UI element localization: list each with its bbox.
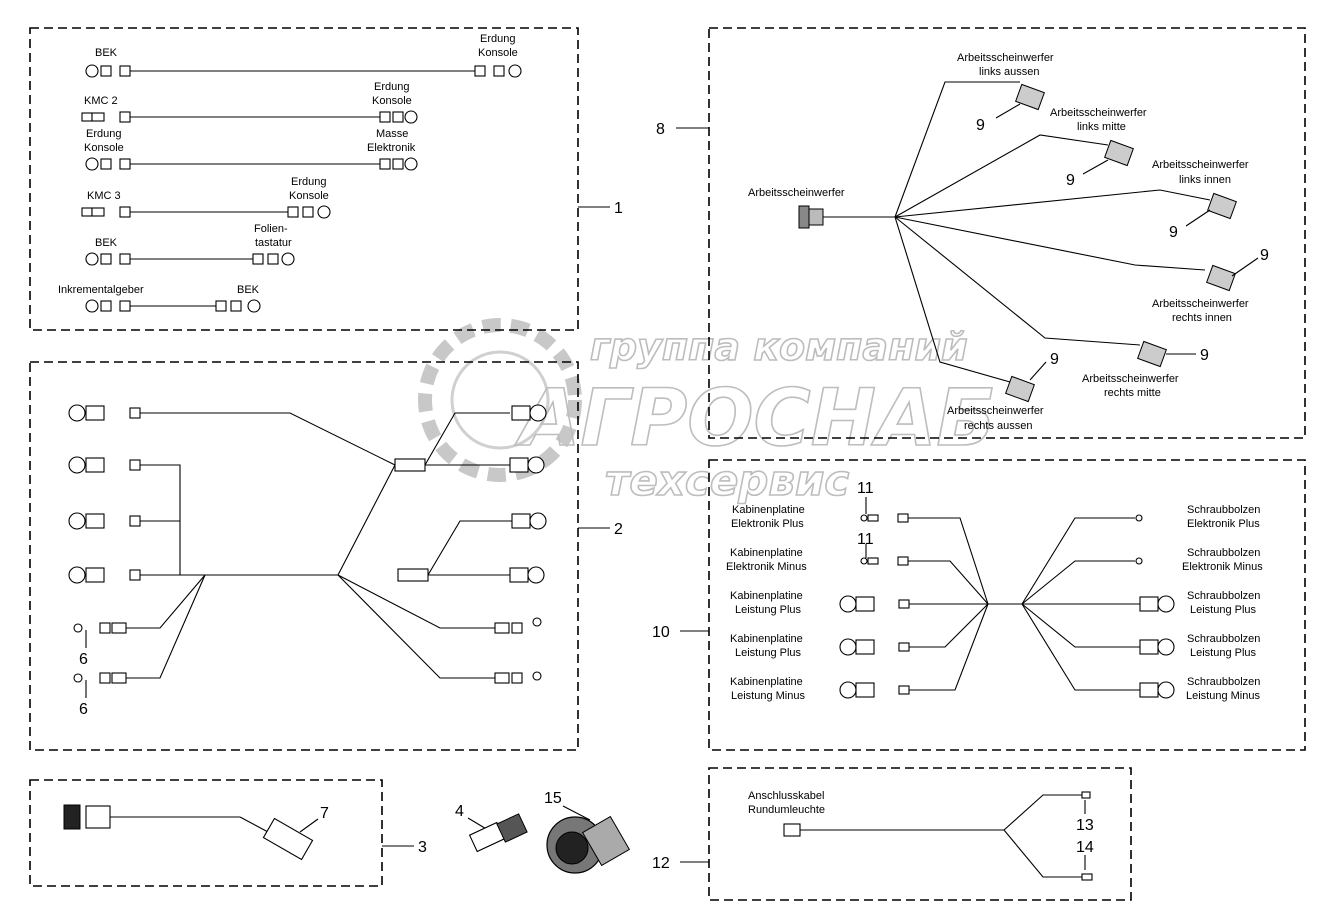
callout-15: 15 (544, 790, 562, 807)
g8-ri-a: Arbeitsscheinwerfer (1152, 298, 1249, 310)
g1-masse-b: Elektronik (367, 142, 416, 154)
watermark-leaf-icon (450, 350, 550, 450)
g1-folien-a: Folien- (254, 223, 288, 235)
callout-3: 3 (418, 839, 427, 856)
group-12-frame (708, 767, 1132, 901)
g8-ra-a: Arbeitsscheinwerfer (947, 405, 1044, 417)
watermark-line1: группа компаний (590, 325, 968, 369)
connector-4 (468, 813, 528, 853)
callout-11b: 11 (857, 531, 874, 548)
callout-9b: 9 (1066, 172, 1075, 189)
g1-erdung-1a: Erdung (480, 33, 515, 45)
g1-erdung-4b: Konsole (289, 190, 329, 202)
callout-13: 13 (1076, 817, 1094, 834)
group-1-cables (81, 64, 522, 313)
group-8-harness (798, 81, 1259, 403)
group-8-frame (708, 27, 1306, 439)
callout-10: 10 (652, 624, 670, 641)
callout-2: 2 (614, 521, 623, 538)
g8-li-a: Arbeitsscheinwerfer (1152, 159, 1249, 171)
group-10-harness (839, 497, 1175, 699)
watermark-line2: АГРОСНАБ (514, 374, 996, 464)
g10-l1b: Elektronik Plus (731, 518, 804, 530)
watermark-gear-icon (418, 318, 582, 482)
callout-7: 7 (320, 805, 329, 822)
g1-erdung-4a: Erdung (291, 176, 326, 188)
watermark-line3: техсервис (605, 456, 849, 505)
g12-label-b: Rundumleuchte (748, 804, 825, 816)
callout-9f: 9 (1050, 351, 1059, 368)
g12-label-a: Anschlusskabel (748, 790, 824, 802)
g1-kmc2: KMC 2 (84, 95, 118, 107)
g8-li-b: links innen (1179, 174, 1231, 186)
g8-center-label: Arbeitsscheinwerfer (748, 187, 845, 199)
g8-rm-b: rechts mitte (1104, 387, 1161, 399)
g1-erdung-2a: Erdung (374, 81, 409, 93)
callout-9e: 9 (1200, 347, 1209, 364)
group-3-harness (63, 804, 314, 861)
group-1-frame (29, 27, 579, 331)
g1-bek-2: BEK (95, 237, 118, 249)
g1-erdung-1b: Konsole (478, 47, 518, 59)
g10-r1b: Elektronik Plus (1187, 518, 1260, 530)
g10-r4b: Leistung Plus (1190, 647, 1257, 659)
connector-15 (546, 815, 631, 874)
g8-la-b: links aussen (979, 66, 1040, 78)
callout-6b: 6 (79, 701, 88, 718)
group-2-harness (68, 404, 547, 684)
g10-l3a: Kabinenplatine (730, 590, 803, 602)
g10-r5a: Schraubbolzen (1187, 676, 1260, 688)
group-12-harness (783, 791, 1093, 881)
g10-l1a: Kabinenplatine (732, 504, 805, 516)
g10-r3b: Leistung Plus (1190, 604, 1257, 616)
callout-12: 12 (652, 855, 670, 872)
g1-erdung-3b: Konsole (84, 142, 124, 154)
g1-erdung-2b: Konsole (372, 95, 412, 107)
callout-8: 8 (656, 121, 665, 138)
g10-l4a: Kabinenplatine (730, 633, 803, 645)
g1-masse-a: Masse (376, 128, 408, 140)
g10-r5b: Leistung Minus (1186, 690, 1260, 702)
callout-9d: 9 (1260, 247, 1269, 264)
g1-folien-b: tastatur (255, 237, 292, 249)
g10-l5b: Leistung Minus (731, 690, 805, 702)
group-2-frame (29, 361, 579, 751)
callout-14: 14 (1076, 839, 1094, 856)
g8-lm-b: links mitte (1077, 121, 1126, 133)
g1-kmc3: KMC 3 (87, 190, 121, 202)
callout-6a: 6 (79, 651, 88, 668)
callout-leaders (85, 127, 709, 863)
g1-bek-3: BEK (237, 284, 260, 296)
callout-4: 4 (455, 803, 464, 820)
g10-l5a: Kabinenplatine (730, 676, 803, 688)
g10-r2a: Schraubbolzen (1187, 547, 1260, 559)
g8-rm-a: Arbeitsscheinwerfer (1082, 373, 1179, 385)
g8-la-a: Arbeitsscheinwerfer (957, 52, 1054, 64)
callout-11a: 11 (857, 480, 874, 497)
g8-lm-a: Arbeitsscheinwerfer (1050, 107, 1147, 119)
g10-r1a: Schraubbolzen (1187, 504, 1260, 516)
callout-1: 1 (614, 200, 623, 217)
g8-ra-b: rechts aussen (964, 420, 1032, 432)
group-10-frame (708, 459, 1306, 751)
g10-l4b: Leistung Plus (735, 647, 802, 659)
g1-bek-1: BEK (95, 47, 118, 59)
g10-l2a: Kabinenplatine (730, 547, 803, 559)
g10-r3a: Schraubbolzen (1187, 590, 1260, 602)
group-3-frame (29, 779, 383, 887)
watermark: группа компаний АГРОСНАБ техсервис (418, 318, 997, 506)
g10-r2b: Elektronik Minus (1182, 561, 1263, 573)
g10-l3b: Leistung Plus (735, 604, 802, 616)
callout-9c: 9 (1169, 224, 1178, 241)
g1-inkrementalgeber: Inkrementalgeber (58, 284, 144, 296)
g10-r4a: Schraubbolzen (1187, 633, 1260, 645)
g10-l2b: Elektronik Minus (726, 561, 807, 573)
g8-ri-b: rechts innen (1172, 312, 1232, 324)
g1-erdung-3a: Erdung (86, 128, 121, 140)
callout-9a: 9 (976, 117, 985, 134)
